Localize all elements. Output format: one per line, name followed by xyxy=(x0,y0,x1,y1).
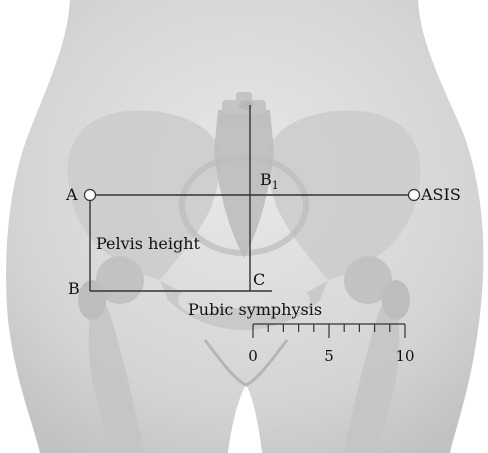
label-point-b1-main: B xyxy=(260,170,272,189)
label-point-c: C xyxy=(253,272,265,288)
scale-label-5: 5 xyxy=(324,349,334,364)
scale-label-10: 10 xyxy=(395,349,414,364)
label-point-b1-sub: 1 xyxy=(272,179,279,192)
label-point-a: A xyxy=(66,187,78,203)
navel xyxy=(239,100,253,110)
right-trochanter xyxy=(382,280,410,320)
label-pubic-symphysis: Pubic symphysis xyxy=(188,302,322,318)
scale-label-0: 0 xyxy=(248,349,258,364)
label-asis: ASIS xyxy=(421,187,461,203)
left-trochanter xyxy=(78,280,106,320)
point-a-marker xyxy=(85,190,96,201)
label-pelvis-height: Pelvis height xyxy=(96,236,200,252)
label-point-b: B xyxy=(68,281,80,297)
asis-marker xyxy=(409,190,420,201)
label-point-b1: B1 xyxy=(260,172,279,191)
